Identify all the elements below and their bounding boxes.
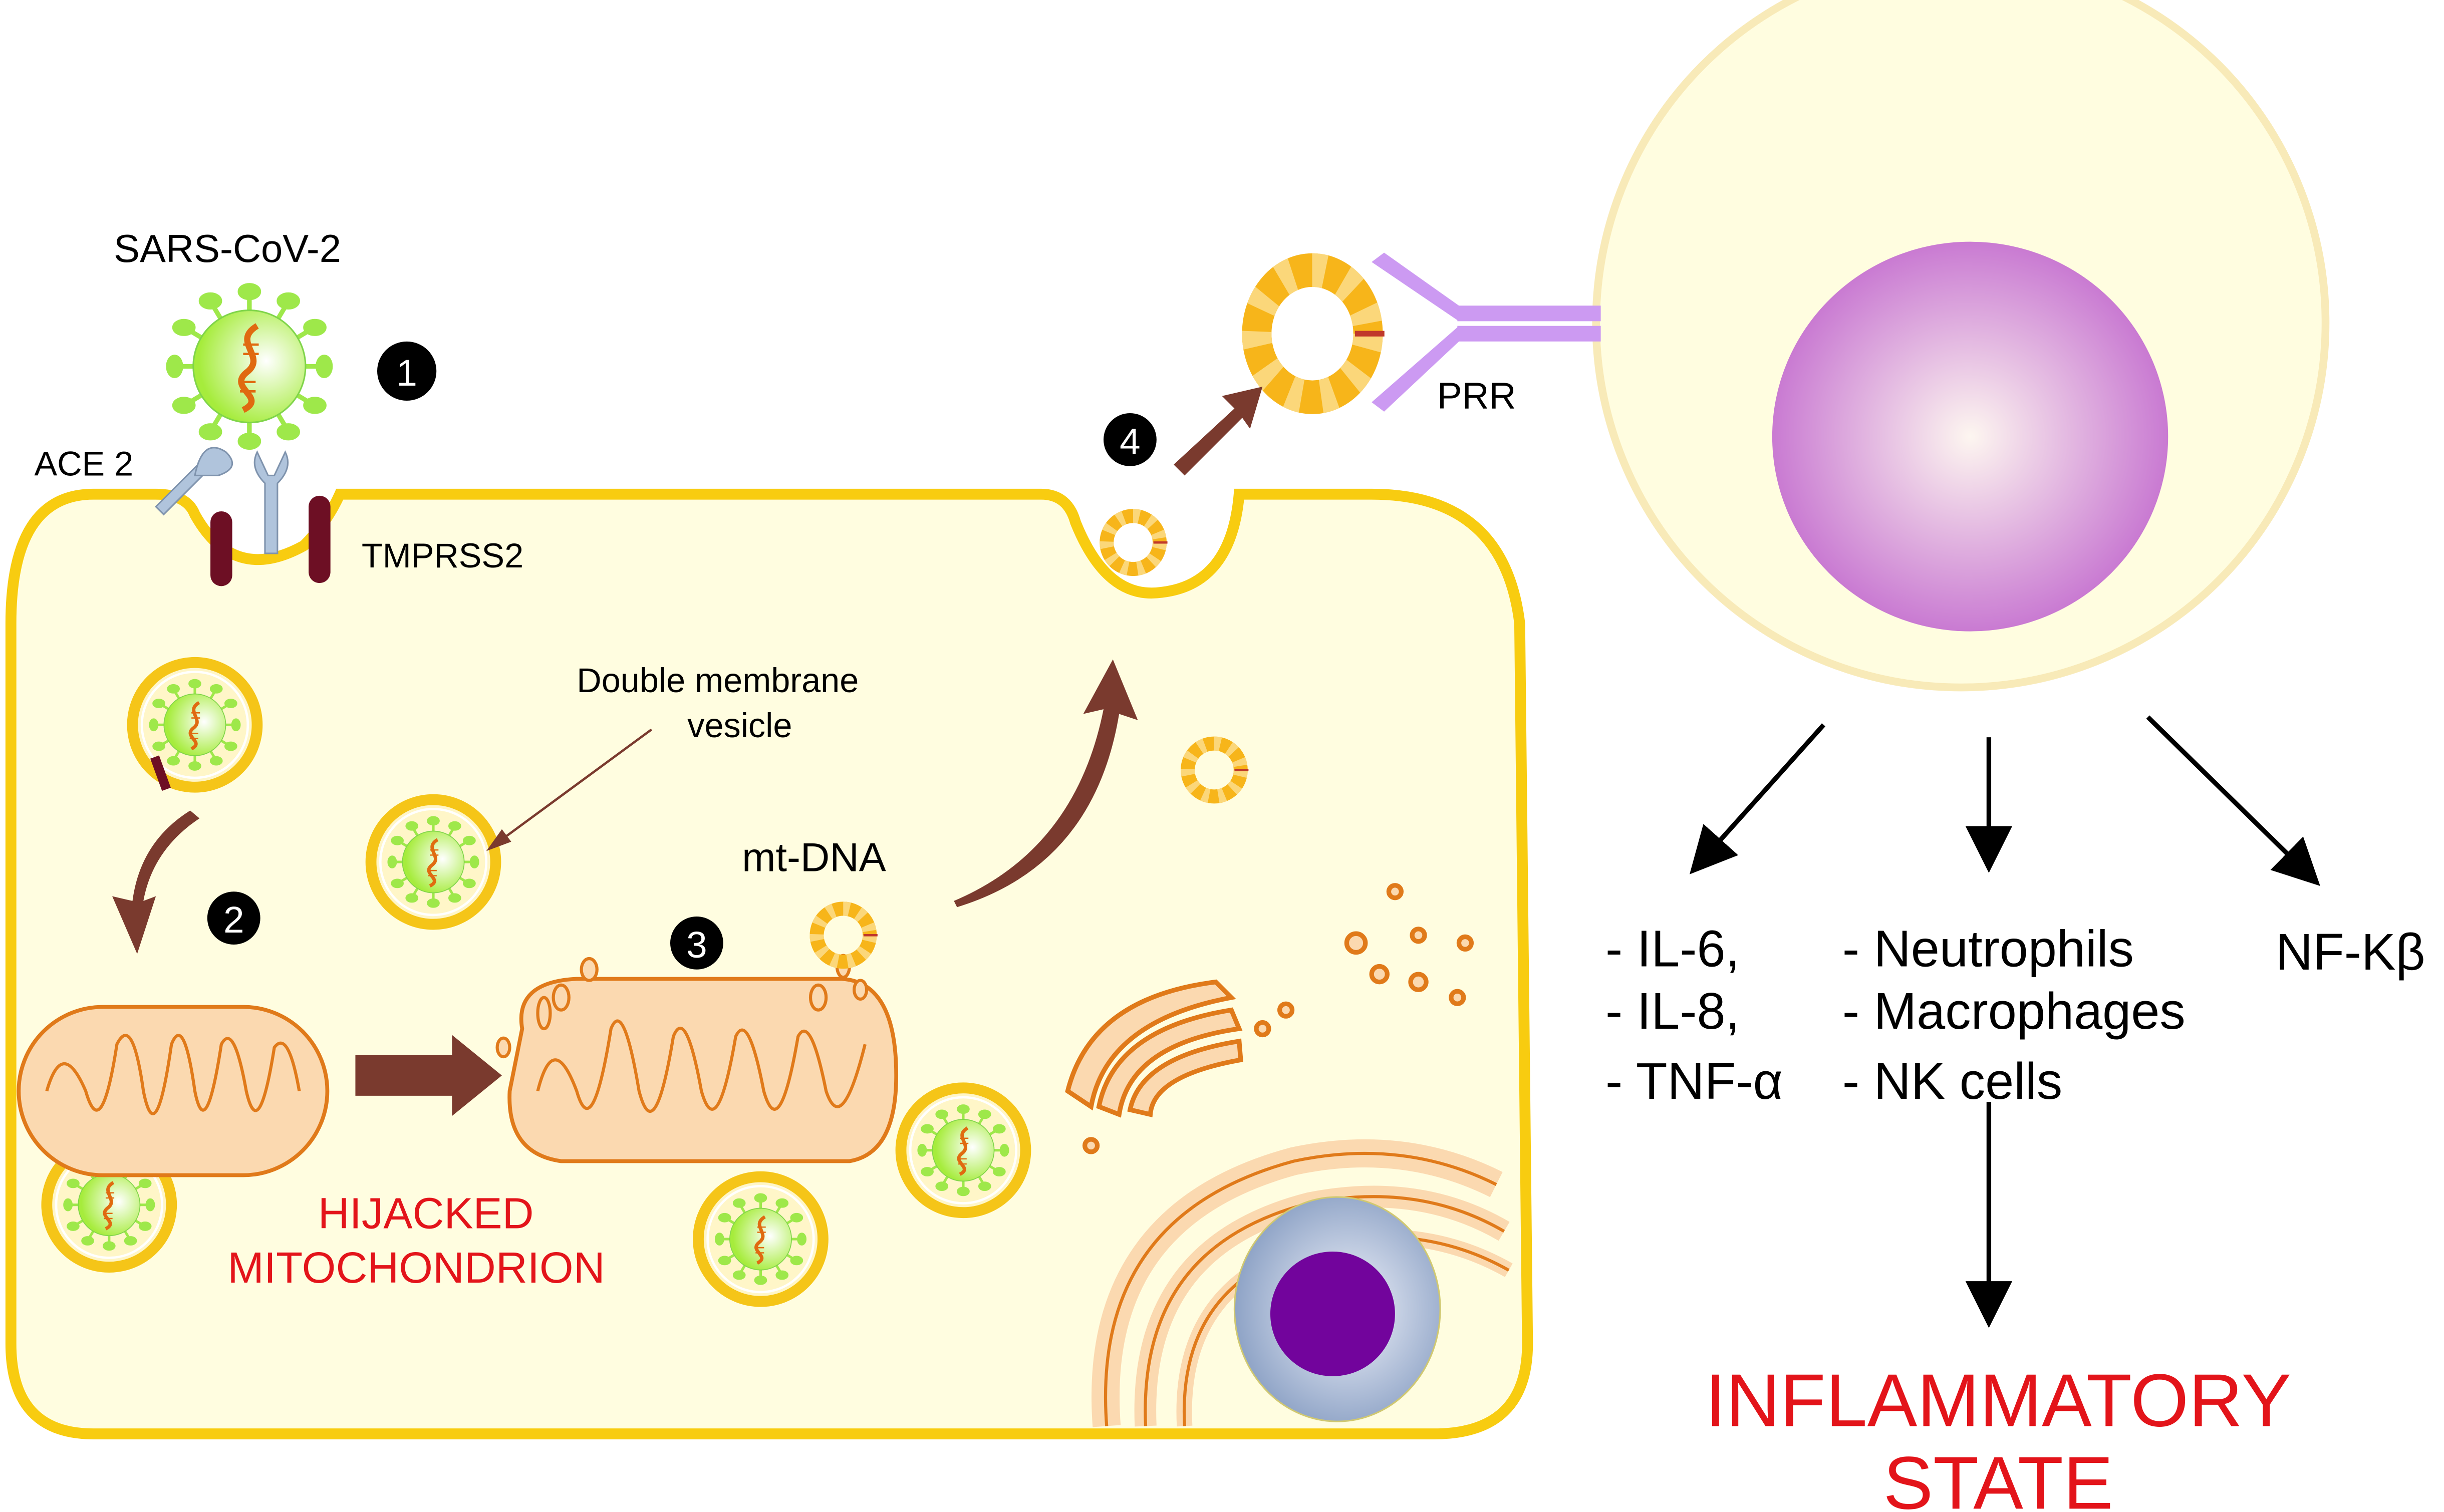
nfkb-label: NF-Kβ bbox=[2276, 923, 2425, 981]
prr-label: PRR bbox=[1437, 375, 1516, 417]
step-badge-3: 3 bbox=[670, 916, 723, 970]
dmv-label-line1: Double membrane bbox=[577, 661, 859, 700]
ace2-receptor bbox=[154, 447, 289, 554]
dmv-pointer bbox=[486, 728, 653, 851]
cell-item: - NK cells bbox=[1842, 1052, 2062, 1110]
curved-arrow bbox=[112, 810, 200, 954]
prr-receptor bbox=[1372, 252, 1601, 412]
immune-cell-list: - Neutrophils - Macrophages - NK cells bbox=[1842, 920, 2186, 1110]
immune-cell bbox=[1592, 0, 2330, 692]
arrow-to-nfkb bbox=[2146, 715, 2320, 886]
cytokine-item: - IL-8, bbox=[1605, 982, 1740, 1040]
svg-text:4: 4 bbox=[1120, 420, 1141, 462]
cytokine-list: - IL-6, - IL-8, - TNF-α bbox=[1605, 920, 1783, 1110]
nucleolus bbox=[1270, 1251, 1395, 1376]
inflammatory-state-line1: INFLAMMATORY bbox=[1705, 1358, 2291, 1442]
svg-text:3: 3 bbox=[686, 924, 707, 966]
output-arrows bbox=[1689, 715, 2320, 1328]
release-arrow bbox=[954, 659, 1138, 908]
hijacked-label-line1: HIJACKED bbox=[318, 1189, 534, 1238]
tmprss2-label: TMPRSS2 bbox=[362, 536, 523, 575]
double-membrane-vesicle bbox=[698, 1177, 823, 1302]
host-cell-membrane bbox=[5, 488, 1533, 1439]
inflammatory-state-line2: STATE bbox=[1883, 1441, 2113, 1512]
arrow-to-cytokines bbox=[1689, 723, 1826, 874]
cell-item: - Neutrophils bbox=[1842, 920, 2134, 978]
virus-label: SARS-CoV-2 bbox=[114, 227, 341, 270]
cell-item: - Macrophages bbox=[1842, 982, 2186, 1040]
step4-arrow bbox=[1174, 387, 1263, 476]
normal-mitochondrion bbox=[17, 1005, 330, 1177]
endosome-vesicle bbox=[132, 663, 257, 791]
step-badge-4: 4 bbox=[1104, 413, 1157, 466]
cytokine-item: - IL-6, bbox=[1605, 920, 1740, 978]
mtdna-label: mt-DNA bbox=[742, 835, 886, 880]
golgi-apparatus bbox=[1065, 883, 1474, 1154]
svg-text:1: 1 bbox=[396, 352, 417, 394]
tmprss2-protein bbox=[210, 495, 331, 586]
transform-arrow bbox=[355, 1035, 502, 1116]
mtdna-ring-bound bbox=[1257, 270, 1385, 397]
host-nucleus bbox=[1233, 1196, 1441, 1422]
immune-nucleus bbox=[1772, 241, 2168, 632]
hijacked-label-line2: MITOCHONDRION bbox=[227, 1244, 605, 1292]
double-membrane-vesicle bbox=[901, 1088, 1026, 1213]
dmv-label-line2: vesicle bbox=[687, 706, 792, 745]
cytokine-item: - TNF-α bbox=[1605, 1052, 1783, 1110]
step-badge-2: 2 bbox=[207, 891, 260, 945]
hijacked-mitochondrion bbox=[495, 954, 899, 1163]
sars-cov-2-virion bbox=[168, 285, 331, 448]
double-membrane-vesicle bbox=[371, 800, 496, 925]
ace2-label: ACE 2 bbox=[34, 444, 133, 483]
mtdna-ring bbox=[1107, 516, 1167, 569]
host-cell bbox=[5, 488, 1533, 1439]
svg-text:2: 2 bbox=[223, 898, 244, 941]
step-badge-1: 1 bbox=[377, 341, 437, 401]
